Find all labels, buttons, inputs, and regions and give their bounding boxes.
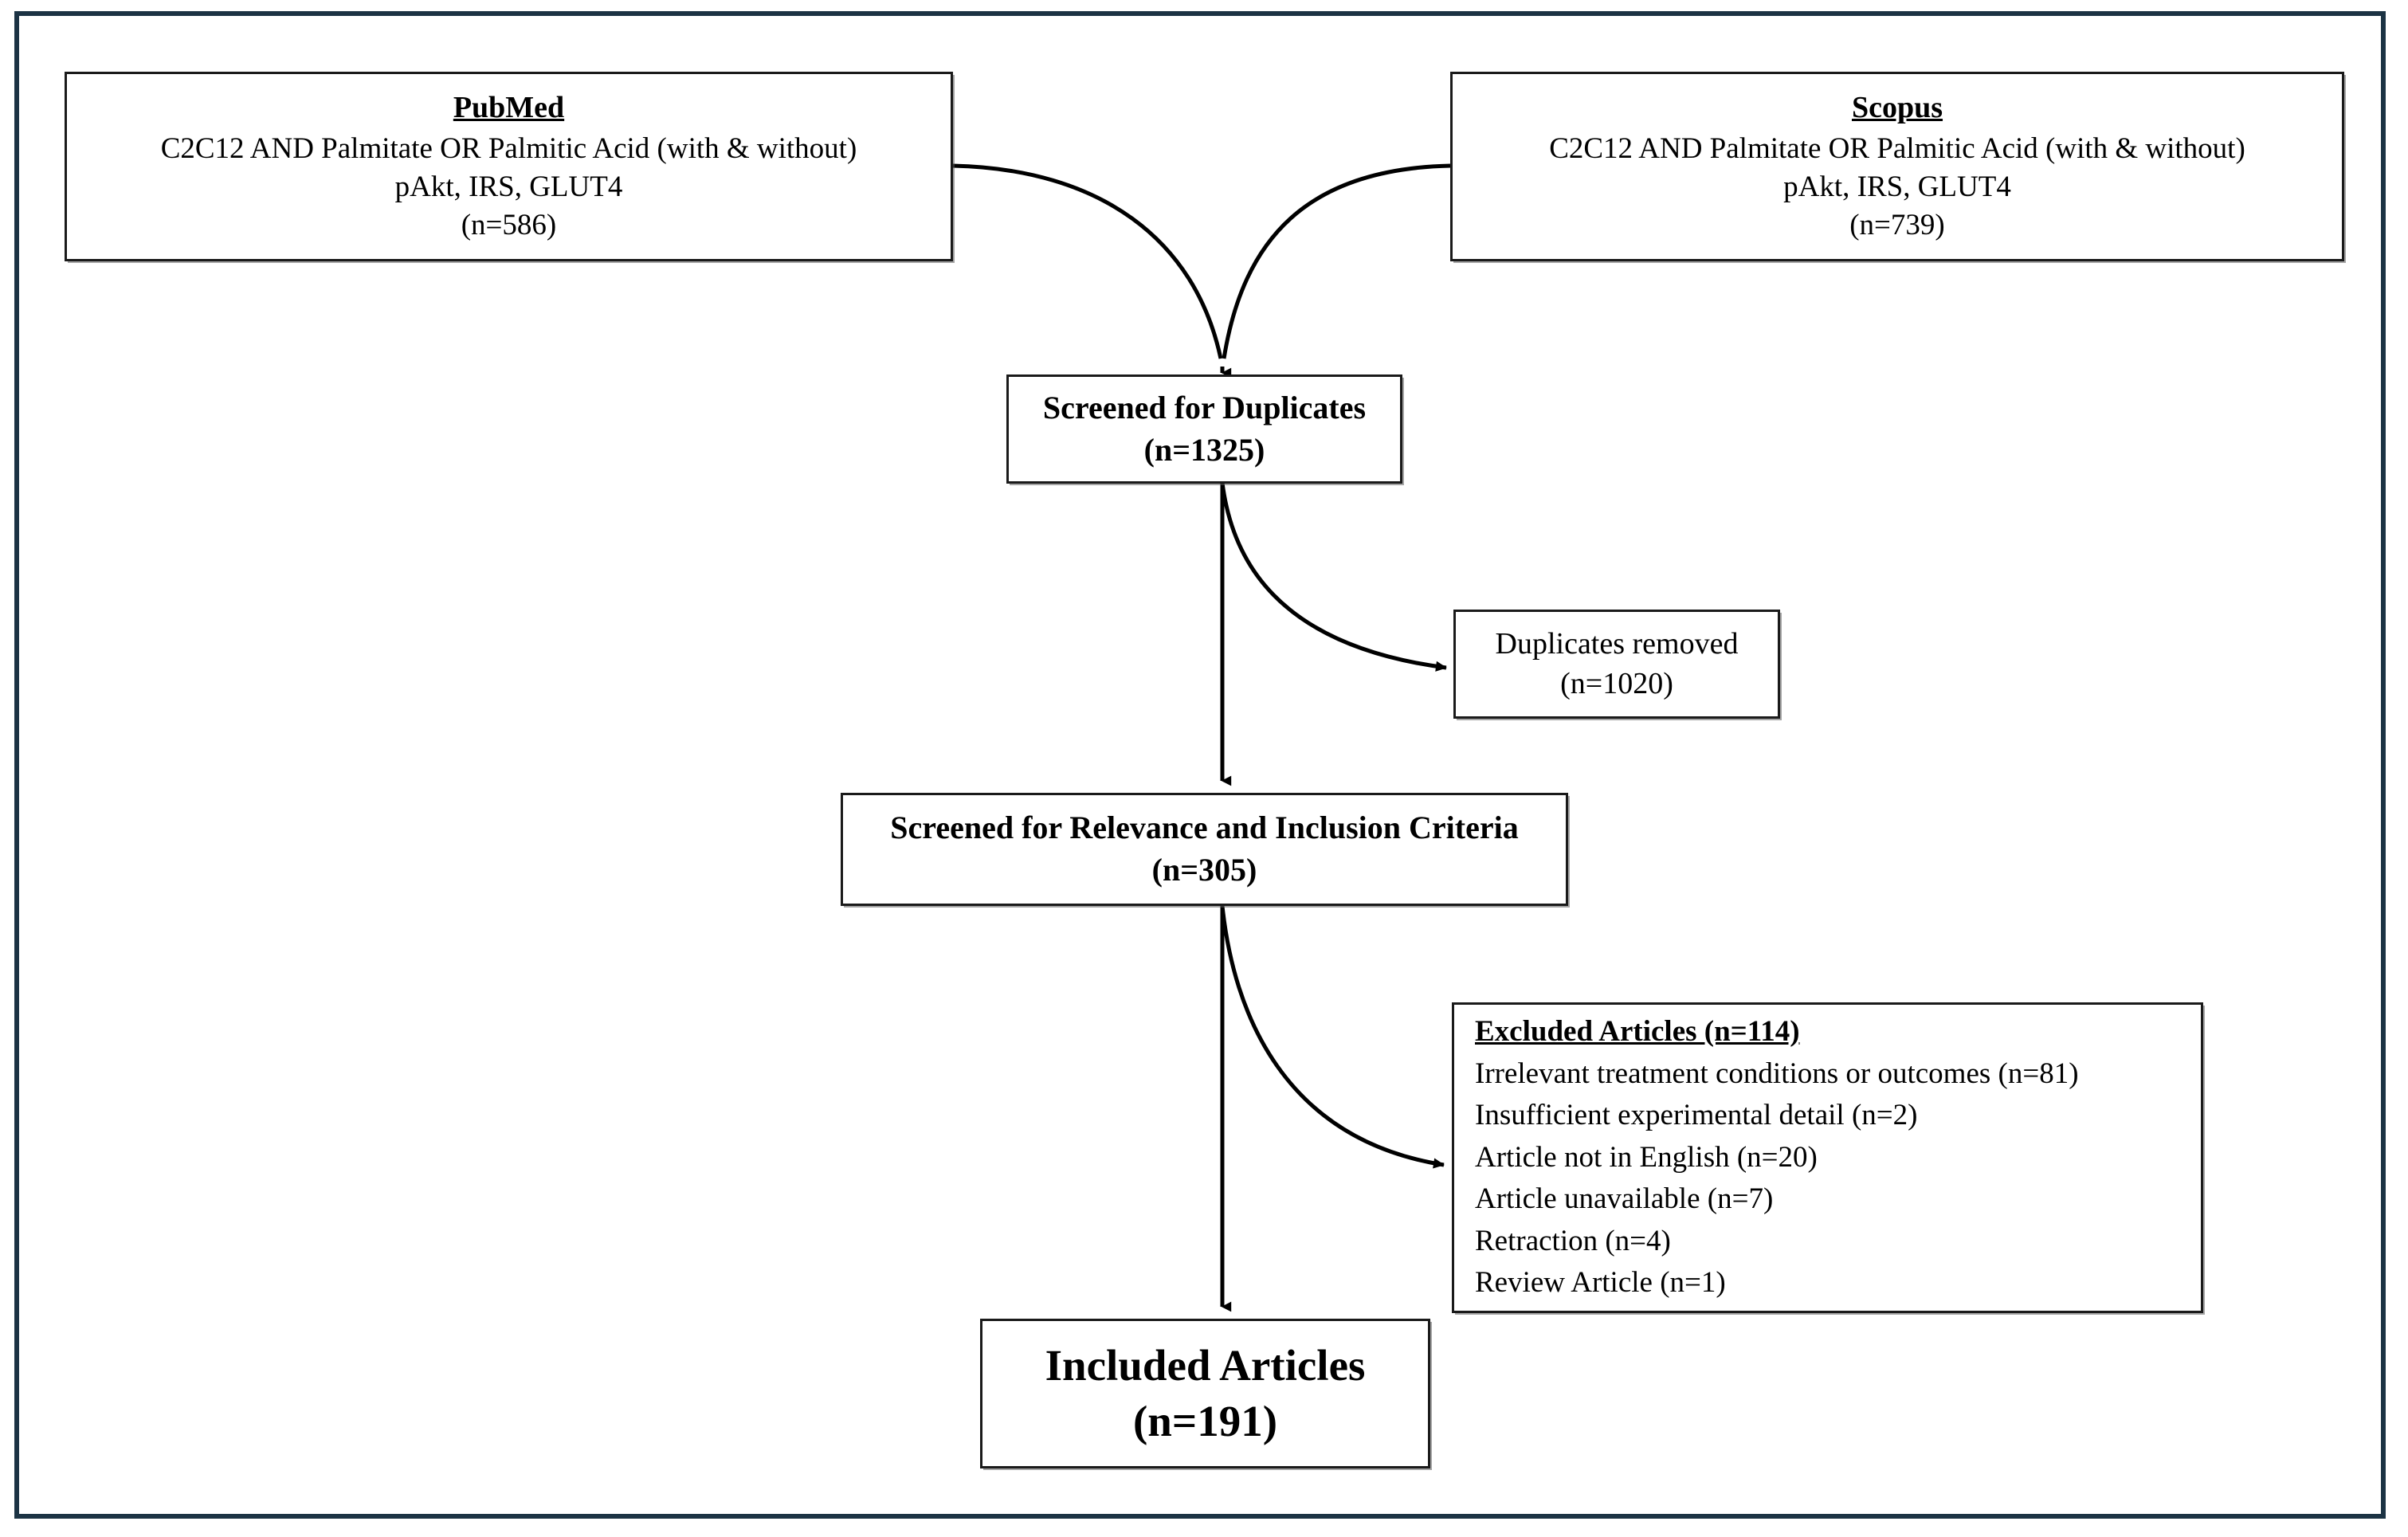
stage-box-relevance-screen: Screened for Relevance and Inclusion Cri… [841,793,1568,906]
scopus-query-line-2: pAkt, IRS, GLUT4 [1783,170,2011,203]
edge-relevance-to-excluded [1220,905,1445,1169]
excluded-reason-irrelevant-conditions: Irrelevant treatment conditions or outco… [1475,1057,2079,1090]
stage-box-duplicates-screen: Screened for Duplicates (n=1325) [1006,374,1402,484]
scopus-title: Scopus [1851,91,1943,125]
scopus-query-line-1: C2C12 AND Palmitate OR Palmitic Acid (wi… [1549,131,2245,165]
edge-scopus-to-duplicates [1222,163,1451,359]
edge-pubmed-to-duplicates [952,163,1223,359]
included-count: (n=191) [1132,1397,1278,1445]
stage-box-included-articles: Included Articles (n=191) [980,1319,1430,1468]
pubmed-query-line-2: pAkt, IRS, GLUT4 [394,170,623,203]
excluded-reason-unavailable: Article unavailable (n=7) [1475,1182,1774,1216]
pubmed-query-line-1: C2C12 AND Palmitate OR Palmitic Acid (wi… [160,131,857,165]
duplicates-screen-count: (n=1325) [1143,431,1265,468]
source-box-scopus: Scopus C2C12 AND Palmitate OR Palmitic A… [1450,72,2344,261]
excluded-reason-retraction: Retraction (n=4) [1475,1224,1671,1257]
duplicates-removed-label: Duplicates removed [1495,627,1739,661]
source-box-pubmed: PubMed C2C12 AND Palmitate OR Palmitic A… [65,72,953,261]
stage-box-excluded-articles: Excluded Articles (n=114) Irrelevant tre… [1452,1002,2203,1313]
pubmed-count: (n=586) [461,208,557,241]
relevance-screen-count: (n=305) [1151,852,1257,888]
scopus-count: (n=739) [1849,208,1945,241]
relevance-screen-label: Screened for Relevance and Inclusion Cri… [890,810,1519,846]
excluded-heading: Excluded Articles (n=114) [1475,1015,1800,1049]
stage-box-duplicates-removed: Duplicates removed (n=1020) [1453,610,1780,719]
edge-duplicates-to-removed [1220,482,1447,672]
excluded-reason-not-english: Article not in English (n=20) [1475,1140,1818,1174]
excluded-reason-review-article: Review Article (n=1) [1475,1266,1726,1300]
excluded-reason-insufficient-detail: Insufficient experimental detail (n=2) [1475,1099,1918,1132]
pubmed-title: PubMed [453,91,565,125]
duplicates-removed-count: (n=1020) [1560,666,1673,700]
included-label: Included Articles [1045,1340,1366,1390]
duplicates-screen-label: Screened for Duplicates [1042,389,1367,425]
